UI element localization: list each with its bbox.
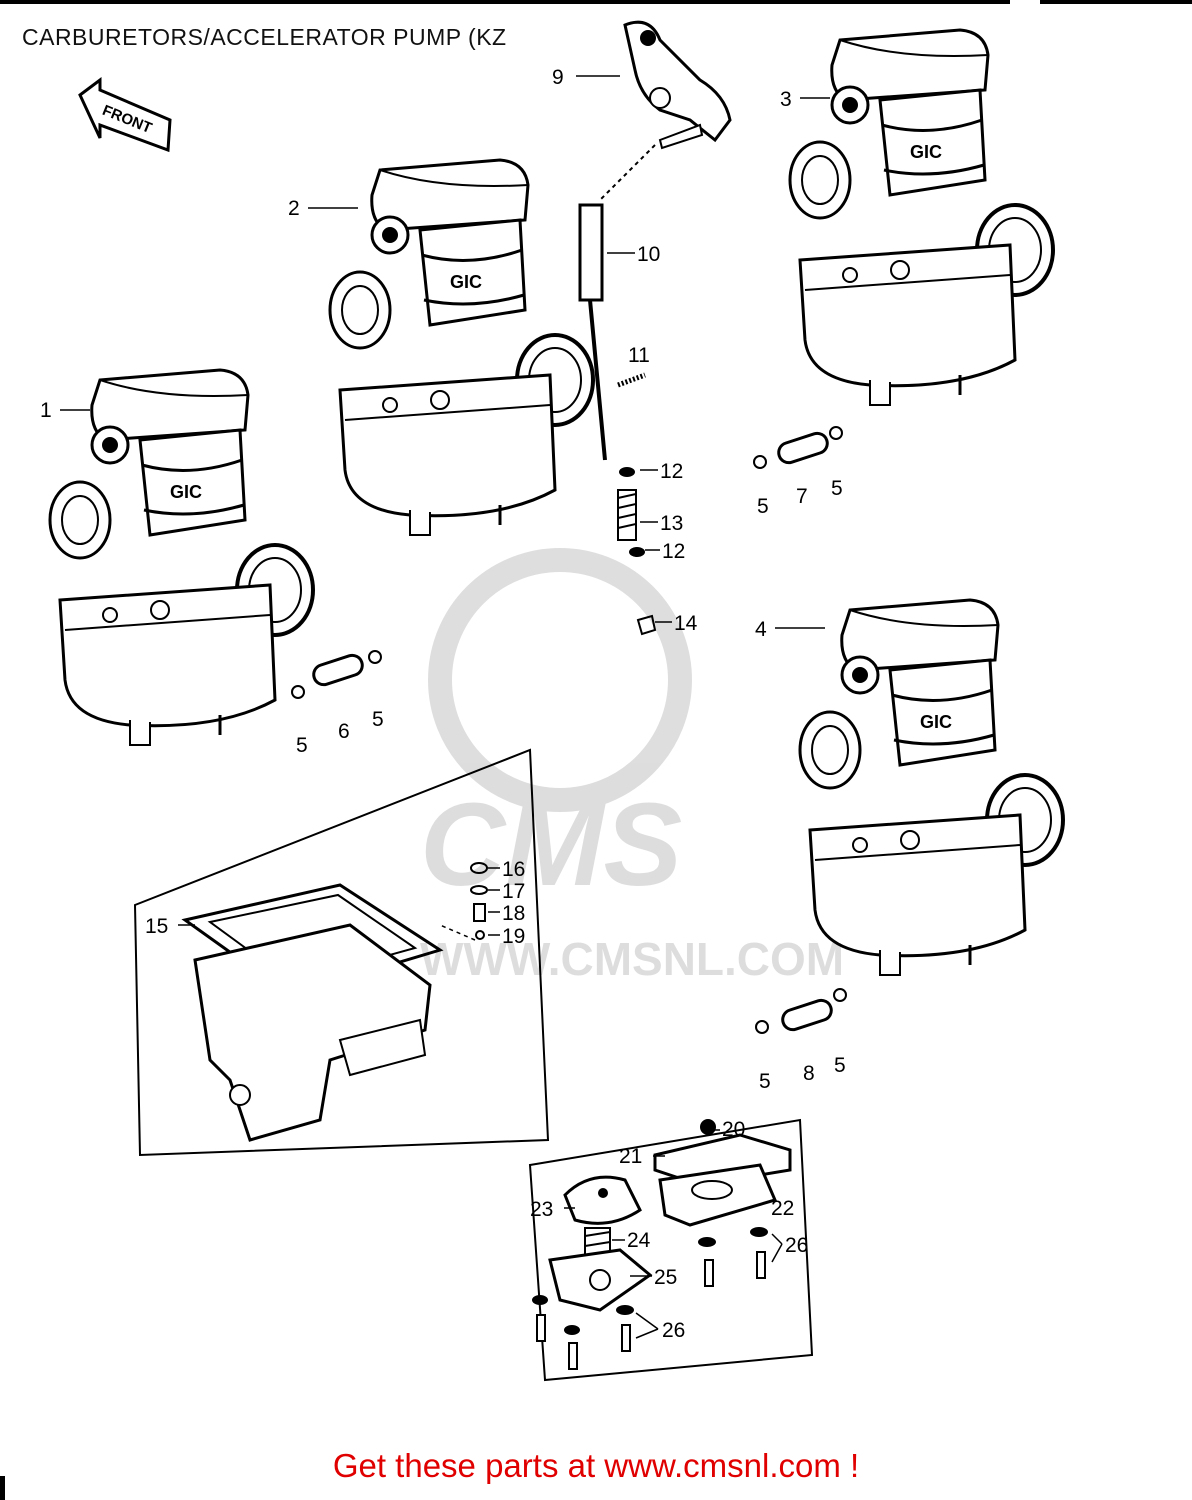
float-bowl-body (193, 923, 432, 1142)
carburetor-4 (798, 598, 1065, 977)
diaphragm-23 (563, 1175, 642, 1225)
washer-17 (470, 885, 488, 895)
callout-26b: 26 (662, 1319, 685, 1342)
callout-10: 10 (637, 243, 660, 266)
watermark-url: WWW.CMSNL.COM (420, 933, 844, 985)
callout-23: 23 (530, 1198, 553, 1221)
accelerator-pump-group-frame (528, 1118, 814, 1382)
callout-5a: 5 (296, 734, 308, 757)
callout-20: 20 (722, 1118, 745, 1141)
page-title: CARBURETORS/ACCELERATOR PUMP (KZ (22, 24, 507, 50)
callout-8: 8 (803, 1062, 815, 1085)
footer-promo-text: Get these parts at www.cmsnl.com ! (332, 1447, 860, 1484)
callout-19: 19 (502, 925, 525, 948)
callout-14: 14 (674, 612, 698, 635)
callout-21: 21 (619, 1145, 642, 1168)
tube-8 (755, 988, 847, 1034)
callout-9: 9 (552, 66, 564, 89)
guide-line-19 (439, 924, 476, 941)
carburetor-3 (788, 28, 1055, 407)
callout-26a: 26 (785, 1234, 808, 1257)
pump-plate-25 (548, 1248, 653, 1312)
pump-housing-22 (658, 1163, 778, 1227)
tube-6 (291, 650, 382, 699)
bracket-9 (623, 20, 732, 150)
pump-rod-10 (578, 144, 656, 461)
callout-17: 17 (502, 880, 525, 903)
callout-13: 13 (660, 512, 683, 535)
callout-24: 24 (627, 1229, 651, 1252)
callout-12a: 12 (660, 460, 683, 483)
callout-5d: 5 (831, 477, 843, 500)
callout-1: 1 (40, 399, 52, 422)
tube-7 (753, 426, 843, 469)
callout-2: 2 (288, 197, 300, 220)
callout-16: 16 (502, 858, 525, 881)
callout-5f: 5 (834, 1054, 846, 1077)
callout-12b: 12 (662, 540, 685, 563)
top-border-line-right (1040, 0, 1192, 4)
callout-15: 15 (145, 915, 168, 938)
callout-3: 3 (780, 88, 792, 111)
washer-12-lower (629, 547, 645, 557)
plug-18 (473, 903, 486, 922)
screws-26 (532, 1227, 768, 1370)
callouts: 1 2 3 4 5 5 5 5 5 5 6 7 8 9 10 11 12 13 … (40, 66, 846, 1342)
carburetor-2 (328, 158, 595, 537)
callout-6: 6 (338, 720, 350, 743)
pin-11 (617, 372, 646, 388)
corner-mark (0, 1476, 5, 1500)
front-direction-arrow: FRONT (78, 77, 172, 153)
ring-19 (475, 930, 485, 940)
spring-13 (617, 489, 637, 541)
callout-4: 4 (755, 618, 767, 641)
callout-18: 18 (502, 902, 525, 925)
leader-lines (60, 75, 830, 1339)
top-border-line (0, 0, 1010, 4)
cms-watermark: CMS WWW.CMSNL.COM (420, 548, 844, 985)
callout-25: 25 (654, 1266, 677, 1289)
cap-14 (636, 614, 657, 636)
callout-11: 11 (628, 344, 650, 367)
callout-5b: 5 (372, 708, 384, 731)
washer-12-upper (619, 467, 635, 477)
callout-22: 22 (771, 1197, 794, 1220)
callout-7: 7 (796, 485, 808, 508)
float-bowl-group-frame (133, 748, 550, 1157)
carburetor-1 (48, 368, 315, 747)
watermark-brand: CMS (420, 779, 682, 911)
oring-16 (470, 862, 488, 874)
callout-5c: 5 (757, 495, 769, 518)
callout-5e: 5 (759, 1070, 771, 1093)
